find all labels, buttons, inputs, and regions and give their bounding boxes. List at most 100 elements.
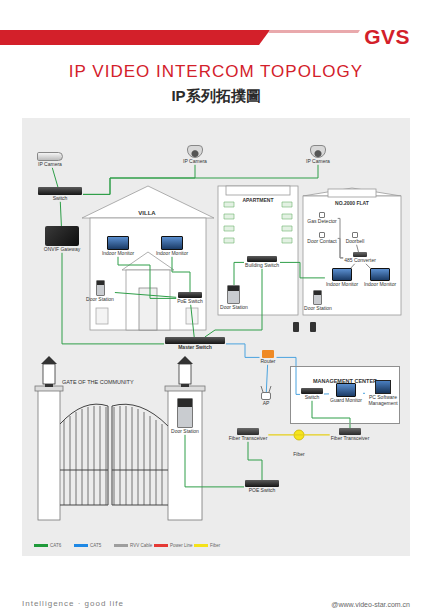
device-node: Guard Monitor [329,383,363,404]
device-icon [161,236,183,250]
flat-sign [328,189,376,197]
device-node: ONVIF Gateway [43,226,81,253]
gate-bars [64,406,162,505]
region-node: VILLA Indoor Monitor Indoor MonitorDoor St… [88,199,206,330]
apartment-windows [224,202,292,243]
legend-text: Power Line [170,543,193,548]
device-icon [37,152,63,161]
device-node: Door Station [303,290,333,312]
device-node: Indoor Monitor [101,236,135,257]
connector [83,165,195,195]
region-node: MANAGEMENT CENTERSwitchGuard MonitorPC S… [290,366,400,424]
label-box: Intelligence · good life [22,592,124,610]
device-node: Door Station [219,285,249,311]
device-icon [339,428,361,435]
device-node: Door Station [85,280,115,303]
region-title: VILLA [138,210,155,216]
device-label: PoE Switch [177,299,203,305]
device-icon [178,292,202,298]
legend-item: Power Line [154,543,193,548]
connector [248,442,262,480]
device-icon [165,337,225,344]
device-node: Fiber Transceiver [228,428,269,442]
connector [226,344,260,358]
connector [115,293,176,298]
lamp-base [45,384,53,387]
device-label: Fiber Transceiver [229,436,268,442]
device-node: POE Switch [244,480,280,494]
title: IP VIDEO INTERCOM TOPOLOGY [69,62,363,81]
device-label: Switch [305,395,320,401]
legend-swatch [154,544,168,547]
label-box: GATE OF THE COMMUNITY [62,370,134,388]
device-icon [301,388,323,394]
device-label: Door Station [220,305,248,311]
device-icon [187,145,203,158]
device-label: Router [260,359,275,365]
device-label: Door Station [304,306,332,312]
device-node: Indoor Monitor [363,268,397,288]
device-node: Master Switch [164,337,226,351]
legend-item: CAT6 [34,543,61,548]
device-icon [336,383,356,397]
label: GVS [364,25,410,48]
device-label: Door Contact [307,239,336,245]
title-box: IP VIDEO INTERCOM TOPOLOGY [0,62,432,82]
connector [324,393,329,394]
device-node: Switch [37,187,83,202]
edge-label: Fiber [292,451,305,457]
device-node: Doorbell [345,232,366,245]
connector [185,435,244,487]
legend-swatch [114,544,128,547]
villa-window [96,308,108,324]
villa-body [90,218,206,330]
device-icon [227,285,240,304]
legend-text: CAT5 [90,543,101,548]
device-label: Switch [53,196,68,202]
panel [22,118,410,556]
device-icon [310,145,326,158]
connector [205,269,262,337]
connector [266,365,267,392]
gate-pillar [38,388,60,520]
legend-item: RVV Cable [114,543,152,548]
device-label: PC Software Management [366,395,400,407]
lamp-base [181,384,189,387]
device-label: Gas Detector [307,219,336,225]
connector [268,434,329,435]
device-label: 485 Converter [344,258,376,264]
lamp [43,364,55,384]
device-icon [352,232,358,238]
connector [357,245,359,252]
label-box: @www.video-star.com.cn [331,593,410,611]
legend-text: Fiber [210,543,220,548]
device-label: IP Camera [183,159,207,165]
connector [338,238,344,258]
label-box: IP系列拓撲圖 [171,87,260,105]
apartment-building [218,186,298,315]
device-label: AP [263,401,270,407]
device-label: Door Station [171,429,199,435]
region-title: APARTMENT [242,197,273,203]
device-label: Indoor Monitor [156,251,188,257]
device-node: Router [259,350,276,365]
device-icon [247,256,277,262]
device-node: 485 Converter [343,252,377,264]
device-label: Indoor Monitor [102,251,134,257]
device-label: Master Switch [178,345,212,351]
connector [363,393,365,394]
device-node: IP Camera [182,145,208,165]
device-label: IP Camera [38,162,62,168]
legend-item: Fiber [194,543,220,548]
region-title-box: VILLA [88,201,206,219]
label: GATE OF THE COMMUNITY [62,379,134,385]
device-node: IP Camera [305,145,331,165]
device-icon [370,268,390,281]
center-ground [290,366,400,424]
device-label: Indoor Monitor [326,282,358,288]
connector [60,202,61,226]
legend-swatch [194,544,208,547]
phone-icon [293,322,299,332]
legend-swatch [74,544,88,547]
